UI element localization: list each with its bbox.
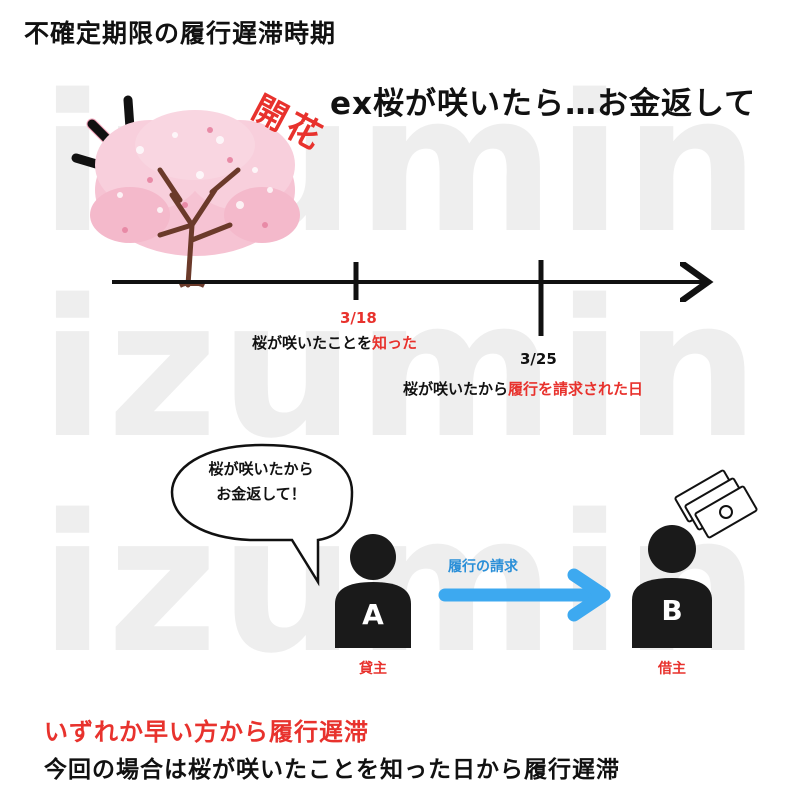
event1-date: 3/18 <box>340 309 377 327</box>
person-b-icon <box>632 525 712 648</box>
person-b-letter: B <box>661 594 683 627</box>
person-a-label: 貸主 <box>359 661 387 677</box>
page-title: 不確定期限の履行遅滞時期 <box>24 19 337 48</box>
money-bills-icon <box>674 469 758 539</box>
event2-label: 桜が咲いたから履行を請求された日 <box>403 378 643 399</box>
conclusion-line-2: 今回の場合は桜が咲いたことを知った日から履行遅滞 <box>44 757 620 783</box>
event1-text: 桜が咲いたことを <box>252 334 373 352</box>
conclusion-line-1: いずれか早い方から履行遅滞 <box>44 718 369 746</box>
request-arrow-label: 履行の請求 <box>448 559 518 575</box>
request-arrow-icon <box>438 568 611 622</box>
event2-text: 桜が咲いたから <box>403 380 509 398</box>
person-b-label: 借主 <box>658 661 686 677</box>
watermark-line-2: izumin <box>40 275 760 465</box>
speech-bubble-text: 桜が咲いたから お金返して！ <box>176 457 346 507</box>
event2-date: 3/25 <box>520 350 557 368</box>
cherry-tree-icon <box>90 110 300 288</box>
event1-label: 桜が咲いたことを知った <box>252 332 417 353</box>
event2-highlight: 履行を請求された日 <box>508 380 644 398</box>
speech-line-2: お金返して！ <box>216 485 306 503</box>
speech-line-1: 桜が咲いたから <box>208 460 314 478</box>
speech-bubble <box>170 443 354 587</box>
person-a-letter: A <box>362 598 384 631</box>
event1-highlight: 知った <box>372 334 418 352</box>
example-text: ex桜が咲いたら…お金返して <box>330 86 757 122</box>
person-a-icon <box>335 534 411 648</box>
